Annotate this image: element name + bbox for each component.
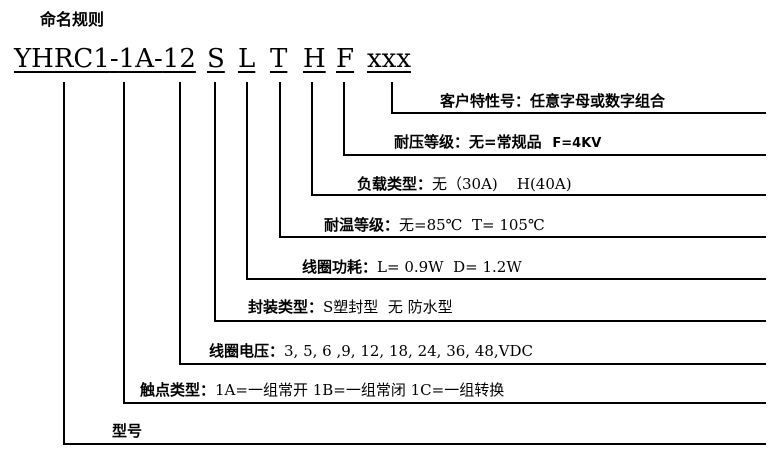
label-value: 无=85℃ T= 105℃ bbox=[399, 216, 545, 234]
label-value: 任意字母或数字组合 bbox=[530, 92, 666, 110]
label-key: 线圈功耗： bbox=[302, 258, 378, 276]
label-load: 负载类型：无（30A) H(40A) bbox=[357, 174, 572, 194]
label-key: 线圈电压： bbox=[209, 342, 285, 360]
label-key: 耐压等级： bbox=[394, 133, 470, 151]
code-temp: T bbox=[270, 44, 288, 74]
code-dash: - bbox=[109, 44, 119, 74]
label-key: 封装类型： bbox=[248, 298, 324, 316]
connector-contact bbox=[123, 82, 766, 404]
label-value: S塑封型 无 防水型 bbox=[323, 298, 453, 316]
label-value: 无（30A) H(40A) bbox=[432, 175, 572, 193]
connector-model bbox=[63, 82, 766, 445]
label-package: 封装类型：S塑封型 无 防水型 bbox=[248, 297, 453, 317]
label-extra: F=4KV bbox=[552, 136, 602, 151]
code-package: S bbox=[207, 44, 225, 74]
code-contact: 1A bbox=[118, 44, 154, 74]
connector-temp bbox=[279, 82, 766, 238]
code-customer: xxx bbox=[367, 44, 411, 74]
code-load: H bbox=[303, 44, 326, 74]
code-coil-power: L bbox=[238, 44, 256, 74]
label-key: 客户特性号： bbox=[440, 92, 531, 110]
label-key: 负载类型： bbox=[357, 175, 433, 193]
connector-customer bbox=[391, 82, 766, 114]
label-value: 无=常规品 bbox=[469, 133, 542, 151]
label-temp: 耐温等级：无=85℃ T= 105℃ bbox=[324, 215, 545, 235]
code-voltage: 12 bbox=[162, 44, 196, 74]
connector-package bbox=[214, 82, 766, 322]
code-model: YHRC1 bbox=[14, 44, 110, 74]
model-code: YHRC1-1A-12 bbox=[14, 44, 196, 74]
label-key: 型号 bbox=[112, 422, 143, 440]
code-withstand: F bbox=[336, 44, 355, 74]
label-customer: 客户特性号：任意字母或数字组合 bbox=[440, 91, 665, 111]
label-coil-power: 线圈功耗：L= 0.9W D= 1.2W bbox=[302, 257, 522, 277]
connector-coil-power bbox=[246, 82, 766, 280]
label-value: 3, 5, 6 ,9, 12, 18, 24, 36, 48,VDC bbox=[284, 342, 534, 360]
code-dash: - bbox=[153, 44, 163, 74]
label-value: L= 0.9W D= 1.2W bbox=[377, 258, 522, 276]
label-voltage: 线圈电压：3, 5, 6 ,9, 12, 18, 24, 36, 48,VDC bbox=[209, 341, 533, 361]
connector-withstand bbox=[343, 82, 766, 156]
label-model: 型号 bbox=[112, 421, 142, 441]
label-contact: 触点类型：1A=一组常开 1B=一组常闭 1C=一组转换 bbox=[140, 380, 504, 400]
label-withstand: 耐压等级：无=常规品 F=4KV bbox=[394, 132, 601, 154]
connector-load bbox=[311, 82, 766, 196]
label-key: 耐温等级： bbox=[324, 216, 400, 234]
diagram-title: 命名规则 bbox=[40, 10, 105, 29]
connector-voltage bbox=[179, 82, 766, 365]
label-key: 触点类型： bbox=[140, 381, 216, 399]
label-value: 1A=一组常开 1B=一组常闭 1C=一组转换 bbox=[215, 381, 505, 399]
